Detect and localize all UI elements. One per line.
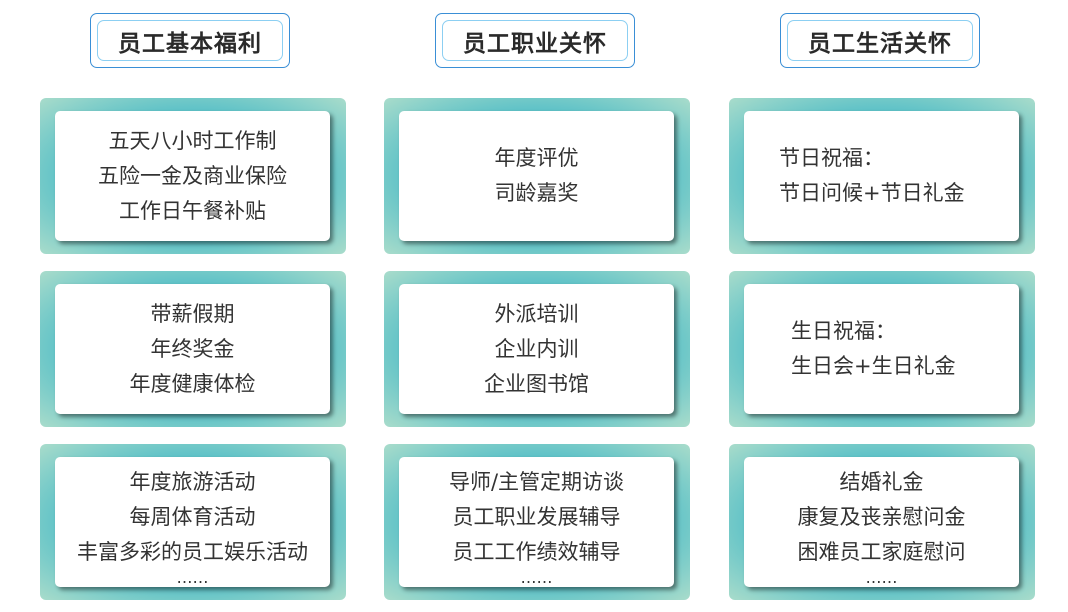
- header-life-care: 员工生活关怀: [780, 13, 980, 68]
- benefit-box: 带薪假期年终奖金年度健康体检: [40, 271, 346, 427]
- header-title: 员工生活关怀: [787, 20, 973, 61]
- header-title: 员工职业关怀: [442, 20, 628, 61]
- card-line: 每周体育活动: [129, 504, 256, 529]
- card-ellipsis: ……: [176, 567, 209, 587]
- card-line: 生日会+生日礼金: [791, 354, 956, 378]
- benefit-card: 节日祝福： 节日问候+节日礼金: [744, 111, 1019, 241]
- card-line: 节日问候+节日礼金: [779, 181, 965, 205]
- card-line: 年度健康体检: [129, 371, 256, 396]
- card-line: 年度评优: [494, 146, 579, 170]
- card-line: 企业图书馆: [484, 371, 589, 396]
- benefit-box: 年度评优司龄嘉奖: [384, 98, 690, 254]
- card-line: 外派培训: [494, 301, 579, 326]
- card-line: 带薪假期: [150, 301, 235, 326]
- card-line: 五险一金及商业保险: [98, 163, 287, 188]
- card-line: 年度旅游活动: [129, 469, 256, 494]
- card-line: 丰富多彩的员工娱乐活动: [77, 539, 308, 564]
- card-line: 困难员工家庭慰问: [797, 539, 966, 564]
- header-title: 员工基本福利: [97, 20, 283, 61]
- header-basic-benefits: 员工基本福利: [90, 13, 290, 68]
- benefit-box: 五天八小时工作制五险一金及商业保险工作日午餐补贴: [40, 98, 346, 254]
- benefit-card: 年度旅游活动每周体育活动丰富多彩的员工娱乐活动 ……: [55, 457, 330, 587]
- benefit-card: 生日祝福： 生日会+生日礼金: [744, 284, 1019, 414]
- card-line: 年终奖金: [150, 336, 235, 361]
- benefit-box: 结婚礼金康复及丧亲慰问金困难员工家庭慰问 ……: [729, 444, 1035, 600]
- card-line: 司龄嘉奖: [494, 181, 579, 205]
- benefit-box: 生日祝福： 生日会+生日礼金: [729, 271, 1035, 427]
- card-line: 结婚礼金: [839, 469, 924, 494]
- card-line: 节日祝福：: [779, 146, 884, 170]
- card-line: 工作日午餐补贴: [119, 198, 266, 223]
- card-line: 导师/主管定期访谈: [448, 469, 625, 494]
- card-line: 五天八小时工作制: [108, 128, 277, 153]
- benefit-box: 导师/主管定期访谈员工职业发展辅导员工工作绩效辅导 ……: [384, 444, 690, 600]
- benefit-card: 年度评优司龄嘉奖: [399, 111, 674, 241]
- card-line: 生日祝福：: [791, 319, 896, 343]
- header-career-care: 员工职业关怀: [435, 13, 635, 68]
- benefit-card: 带薪假期年终奖金年度健康体检: [55, 284, 330, 414]
- benefit-card: 导师/主管定期访谈员工职业发展辅导员工工作绩效辅导 ……: [399, 457, 674, 587]
- card-line: 康复及丧亲慰问金: [797, 504, 966, 529]
- card-ellipsis: ……: [865, 567, 898, 587]
- benefit-card: 外派培训企业内训企业图书馆: [399, 284, 674, 414]
- benefit-box: 年度旅游活动每周体育活动丰富多彩的员工娱乐活动 ……: [40, 444, 346, 600]
- benefit-card: 五天八小时工作制五险一金及商业保险工作日午餐补贴: [55, 111, 330, 241]
- card-ellipsis: ……: [520, 567, 553, 587]
- benefit-box: 节日祝福： 节日问候+节日礼金: [729, 98, 1035, 254]
- benefit-card: 结婚礼金康复及丧亲慰问金困难员工家庭慰问 ……: [744, 457, 1019, 587]
- card-line: 企业内训: [494, 336, 579, 361]
- card-line: 员工工作绩效辅导: [452, 539, 621, 564]
- card-line: 员工职业发展辅导: [452, 504, 621, 529]
- benefit-box: 外派培训企业内训企业图书馆: [384, 271, 690, 427]
